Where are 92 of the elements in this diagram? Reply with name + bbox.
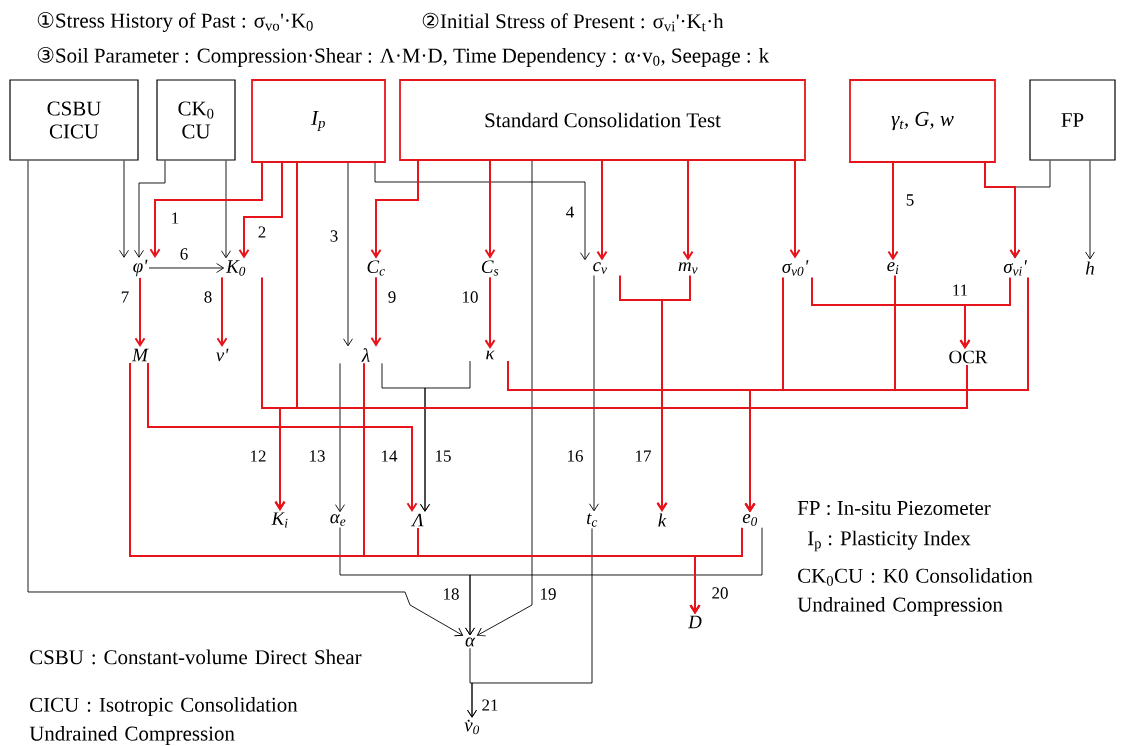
abbreviation-note: FP : In-situ Piezometer	[797, 500, 991, 516]
parameter-symbol: φ'	[133, 259, 148, 277]
arrow	[984, 161, 1021, 259]
parameter-symbol: D	[687, 615, 702, 629]
input-box: CK$_{0}$ CU	[156, 79, 236, 161]
parameter-symbol: m$_{v}$	[678, 262, 698, 274]
arrow	[596, 159, 608, 261]
input-box: FP	[1029, 79, 1116, 161]
arrow	[789, 159, 801, 259]
arrow	[27, 160, 464, 637]
step-number: 20	[712, 587, 728, 599]
arrow	[1085, 160, 1095, 260]
arrow	[656, 274, 691, 512]
header-note: ②Initial Stress of Present : σ$_{vi}$'·K$_{t}$·h	[422, 12, 724, 32]
header-note: ③Soil Parameter : Compression·Shear : Λ·M·D, Time Dependency : α·v$_{0}$, Seepage : k	[37, 47, 770, 67]
parameter-symbol: α$_{e}$	[330, 514, 346, 526]
parameter-symbol: e$_{0}$	[742, 514, 758, 526]
abbreviation-note: CSBU : Constant-volume Direct Shear	[30, 649, 362, 665]
parameter-symbol: K$_{0}$	[225, 260, 246, 276]
arrow	[484, 276, 496, 349]
parameter-symbol: C$_{s}$	[481, 260, 499, 276]
step-number: 19	[541, 588, 556, 600]
arrow	[147, 361, 418, 513]
arrow	[148, 263, 225, 273]
arrow	[465, 527, 763, 636]
arrow	[370, 159, 419, 259]
parameter-symbol: Λ	[410, 513, 424, 527]
parameter-symbol: OCR	[949, 350, 988, 364]
arrow	[274, 364, 968, 511]
arrow	[589, 275, 599, 512]
step-number: 15	[436, 450, 451, 462]
abbreviation-note: I$_{p}$ : Plasticity Index	[807, 530, 971, 552]
parameter-symbol: k	[658, 513, 667, 527]
step-number: 21	[482, 699, 498, 711]
arrow	[134, 276, 146, 348]
step-number: 17	[636, 450, 651, 462]
abbreviation-note: CICU : Isotropic Consolidation Undrained Compression	[29, 697, 298, 745]
arrow	[374, 162, 590, 261]
step-number: 18	[444, 588, 459, 600]
parameter-symbol: κ	[486, 350, 495, 360]
parameter-symbol: ν'	[216, 348, 229, 362]
arrow	[343, 162, 353, 347]
arrow	[887, 161, 899, 261]
step-number: 5	[906, 194, 914, 206]
step-number: 14	[382, 450, 398, 462]
step-number: 4	[566, 206, 574, 218]
arrow	[476, 160, 533, 637]
parameter-symbol: C$_{c}$	[367, 260, 385, 276]
arrow	[238, 161, 283, 259]
arrow	[335, 362, 345, 513]
arrow	[744, 276, 1029, 513]
step-number: 11	[953, 284, 968, 296]
arrow	[959, 276, 1011, 349]
step-number: 16	[568, 450, 583, 462]
parameter-symbol: α	[465, 637, 476, 647]
parameter-symbol: λ	[361, 348, 370, 362]
parameter-symbol: e$_{i}$	[887, 262, 899, 274]
parameter-symbol: σ$_{v0}$'	[782, 260, 809, 276]
parameter-symbol: c$_{v}$	[593, 262, 607, 274]
arrow	[484, 159, 496, 259]
parameter-symbol: v̇$_{0}$	[464, 719, 480, 735]
abbreviation-note: CK$_{0}$CU : K0 Consolidation Undrained Compression	[797, 568, 1033, 616]
step-number: 9	[388, 291, 396, 303]
step-number: 13	[310, 450, 325, 462]
arrow	[467, 527, 593, 718]
step-number: 8	[204, 291, 212, 303]
parameter-symbol: M	[131, 348, 149, 362]
step-number: 3	[330, 230, 338, 242]
parameter-symbol: σ$_{vi}$'	[1003, 260, 1027, 276]
step-number: 10	[463, 291, 478, 303]
arrow	[689, 526, 743, 615]
step-number: 7	[121, 291, 129, 303]
arrow	[221, 160, 231, 259]
arrow	[134, 160, 166, 258]
arrow	[682, 159, 694, 261]
input-box: CSBU CICU	[9, 79, 139, 161]
header-note: ①Stress History of Past : σ$_{vo}$'·K$_{0}$	[37, 12, 313, 32]
input-box: γ$_{t}$, G, w	[849, 79, 996, 163]
input-box: I$_{p}$	[251, 79, 386, 163]
arrow	[370, 276, 382, 347]
arrow	[119, 160, 129, 258]
step-number: 2	[258, 226, 266, 238]
parameter-symbol: K$_{i}$	[271, 512, 288, 528]
parameter-symbol: t$_{c}$	[587, 513, 598, 527]
step-number: 6	[180, 248, 188, 260]
step-number: 1	[172, 212, 179, 224]
step-number: 12	[251, 450, 266, 462]
arrow	[420, 360, 471, 512]
input-box: Standard Consolidation Test	[399, 79, 806, 161]
parameter-symbol: h	[1085, 261, 1094, 275]
arrow	[149, 161, 263, 259]
arrow	[216, 276, 228, 347]
